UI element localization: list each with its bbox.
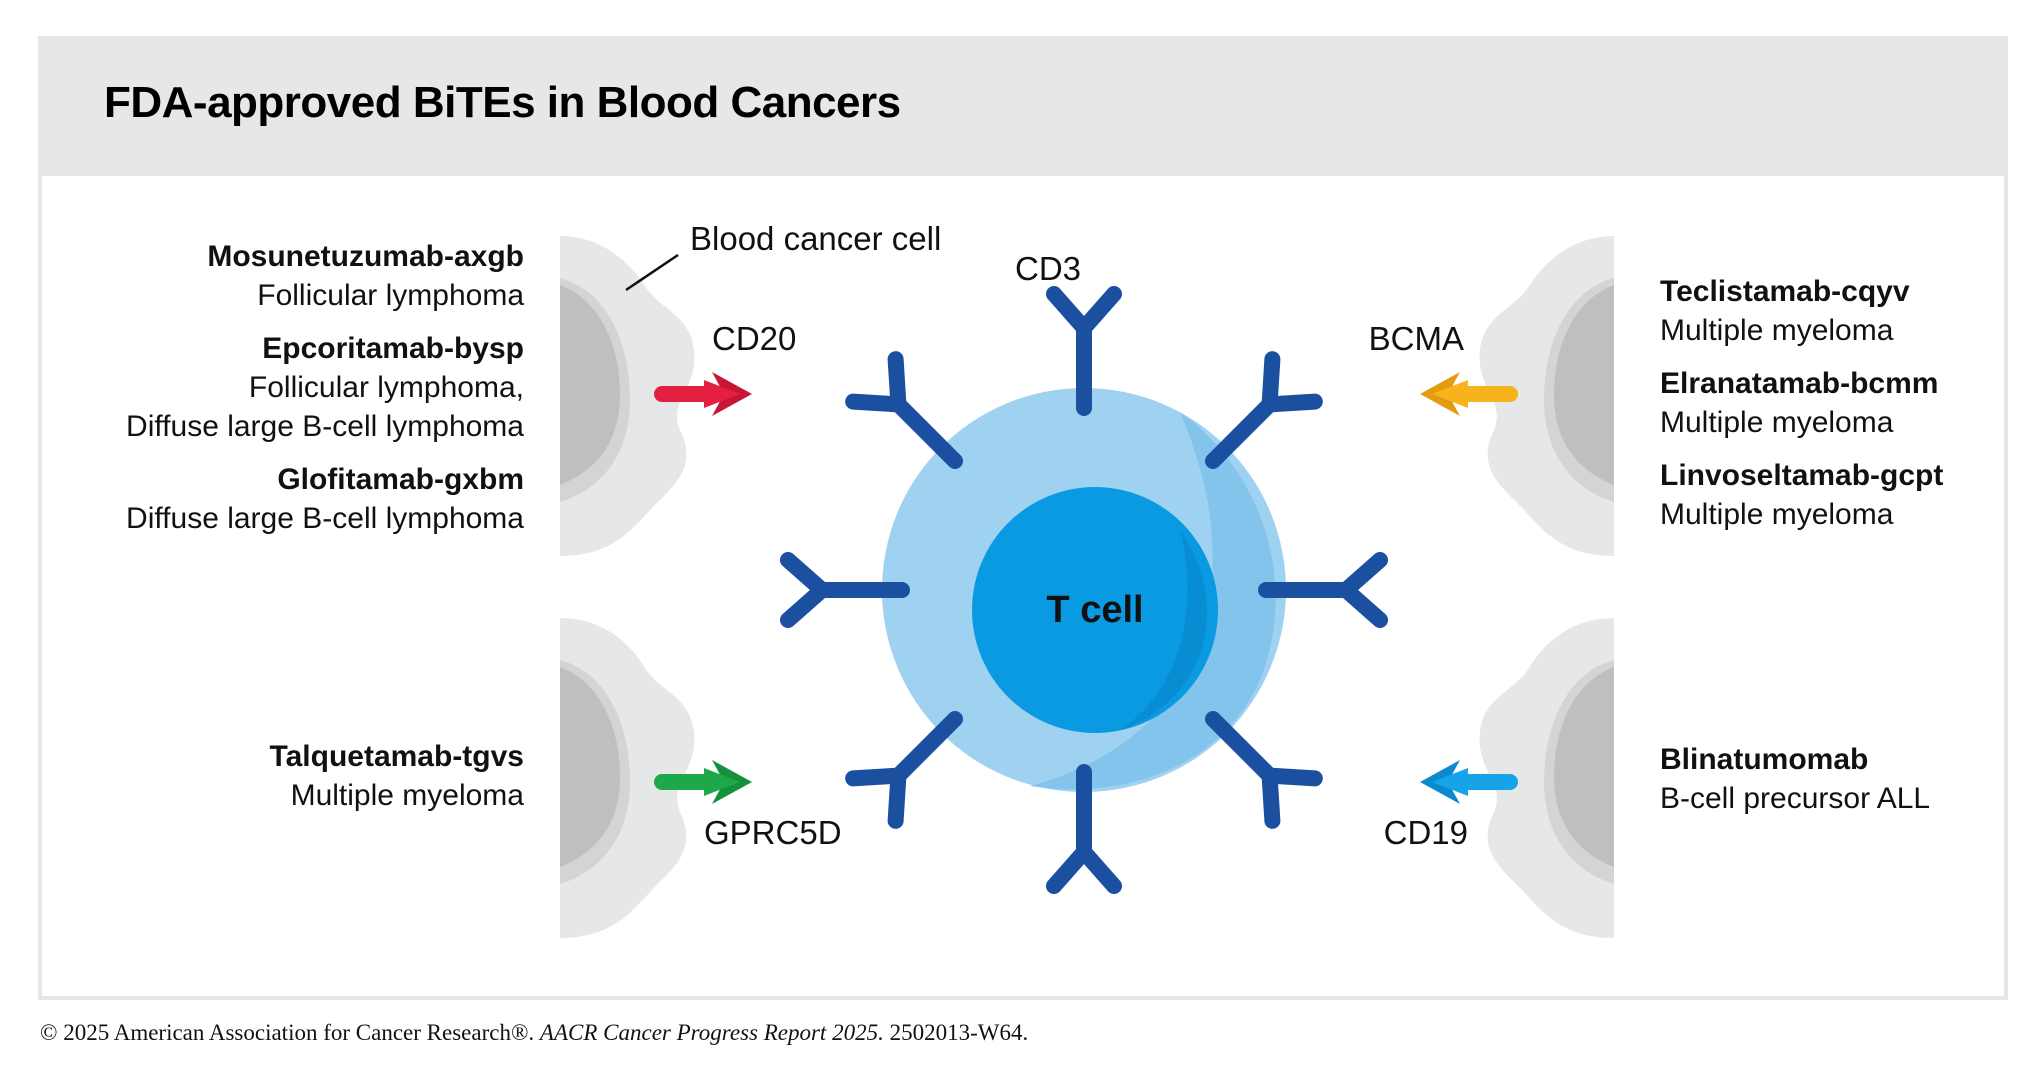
t-cell: T cell — [882, 388, 1286, 792]
receptor-top-right — [1192, 359, 1315, 482]
bcma-label: BCMA — [1369, 320, 1464, 357]
drug-name: Glofitamab-gxbm — [277, 463, 524, 496]
cd20-label: CD20 — [712, 320, 796, 357]
credit-prefix: © 2025 American Association for Cancer R… — [40, 1020, 535, 1045]
copyright-credit: © 2025 American Association for Cancer R… — [40, 1020, 1028, 1046]
drug-indication: B-cell precursor ALL — [1660, 782, 1931, 815]
cd19-label: CD19 — [1384, 814, 1468, 851]
drug-name: Mosunetuzumab-axgb — [207, 240, 524, 273]
drug-name: Linvoseltamab-gcpt — [1660, 459, 1944, 492]
drug-name: Epcoritamab-bysp — [262, 332, 524, 365]
bcma-arrow — [1420, 372, 1518, 416]
figure-title: FDA-approved BiTEs in Blood Cancers — [104, 78, 901, 127]
drug-name: Elranatamab-bcmm — [1660, 367, 1939, 400]
drug-indication: Multiple myeloma — [1660, 406, 1894, 439]
nucleus-bottom-left — [560, 667, 620, 867]
drug-indication: Multiple myeloma — [1660, 314, 1894, 347]
nucleus-bottom-right — [1554, 667, 1614, 867]
cancer-cell-top-right — [1479, 236, 1614, 556]
receptor-top-left — [853, 359, 976, 482]
cd20-arrow — [654, 372, 752, 416]
t-cell-label: T cell — [1046, 589, 1143, 631]
receptor-bottom-right — [1192, 698, 1315, 821]
blood-cancer-cell-label: Blood cancer cell — [690, 220, 941, 257]
cancer-cell-bottom-left — [560, 618, 695, 938]
credit-code: 2502013-W64. — [889, 1020, 1029, 1045]
figure-frame: FDA-approved BiTEs in Blood Cancers — [38, 36, 2008, 1000]
header-bar: FDA-approved BiTEs in Blood Cancers — [42, 40, 2004, 176]
drug-name: Teclistamab-cqyv — [1660, 275, 1910, 308]
drug-name: Talquetamab-tgvs — [269, 740, 525, 773]
drug-indication: Multiple myeloma — [290, 779, 524, 812]
drug-indication: Follicular lymphoma, — [248, 371, 524, 404]
drug-indication: Diffuse large B-cell lymphoma — [126, 410, 524, 443]
drug-name: Blinatumomab — [1660, 743, 1869, 776]
drug-indication: Multiple myeloma — [1660, 498, 1894, 531]
cancer-cell-top-left — [560, 236, 695, 556]
credit-report: AACR Cancer Progress Report 2025. — [539, 1020, 884, 1045]
drug-indication: Diffuse large B-cell lymphoma — [126, 502, 524, 535]
gprc5d-label: GPRC5D — [704, 814, 842, 851]
cd19-arrow — [1420, 760, 1518, 804]
cancer-cell-bottom-right — [1479, 618, 1614, 938]
gprc5d-arrow — [654, 760, 752, 804]
cancer-cell-pointer-line — [625, 253, 679, 292]
nucleus-top-left — [560, 285, 620, 485]
receptor-bottom-left — [853, 698, 976, 821]
cd3-label: CD3 — [1015, 250, 1081, 287]
drug-indication: Follicular lymphoma — [257, 279, 524, 312]
nucleus-top-right — [1554, 285, 1614, 485]
t-cell-nucleus — [972, 487, 1218, 733]
